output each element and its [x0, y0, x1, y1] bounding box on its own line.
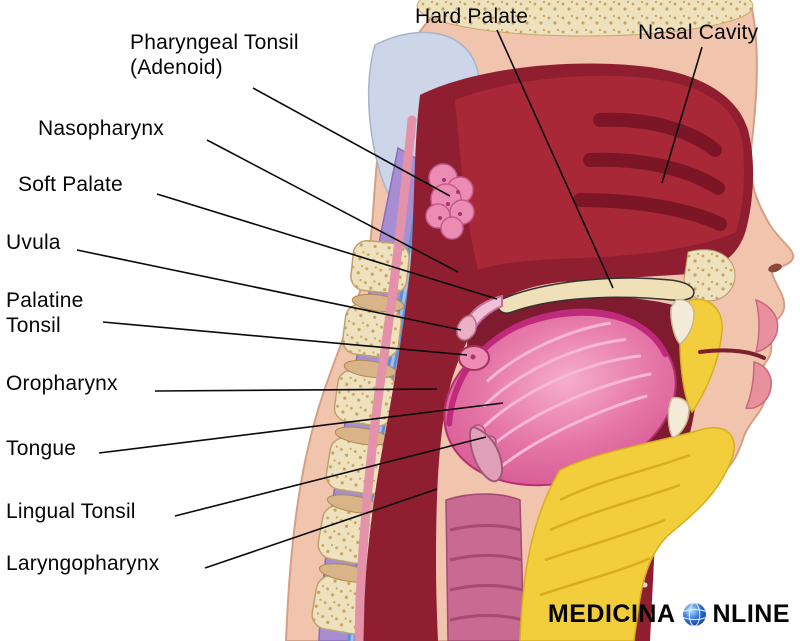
- label-laryngopharynx: Laryngopharynx: [6, 552, 160, 575]
- label-palatine-tonsil: Palatine Tonsil: [6, 289, 84, 338]
- jaw-fat-texture: [539, 453, 691, 597]
- label-tongue: Tongue: [6, 437, 77, 460]
- upper-lip-shape: [754, 298, 779, 354]
- label-pharyngeal-tonsil: Pharyngeal Tonsil (Adenoid): [130, 31, 299, 80]
- label-nasopharynx: Nasopharynx: [38, 117, 164, 140]
- mouth-opening-line: [698, 348, 766, 360]
- label-uvula: Uvula: [6, 231, 61, 254]
- lower-lip-shape: [744, 361, 772, 410]
- palatine-tonsil-dot: [470, 354, 476, 360]
- lower-tooth-shape: [667, 396, 690, 439]
- watermark: MEDICINA NLINE: [548, 600, 790, 629]
- laryngopharynx-bands: [449, 524, 524, 622]
- label-soft-palate: Soft Palate: [18, 173, 123, 196]
- watermark-brand-right: NLINE: [712, 600, 790, 628]
- label-lingual-tonsil: Lingual Tonsil: [6, 500, 136, 523]
- upper-tooth-shape: [670, 298, 695, 345]
- watermark-brand-left: MEDICINA: [547, 600, 676, 628]
- label-hard-palate: Hard Palate: [415, 5, 529, 28]
- label-nasal-cavity: Nasal Cavity: [638, 21, 759, 44]
- globe-icon: [682, 602, 706, 627]
- nostril-shape: [768, 263, 782, 273]
- label-oropharynx: Oropharynx: [6, 372, 118, 395]
